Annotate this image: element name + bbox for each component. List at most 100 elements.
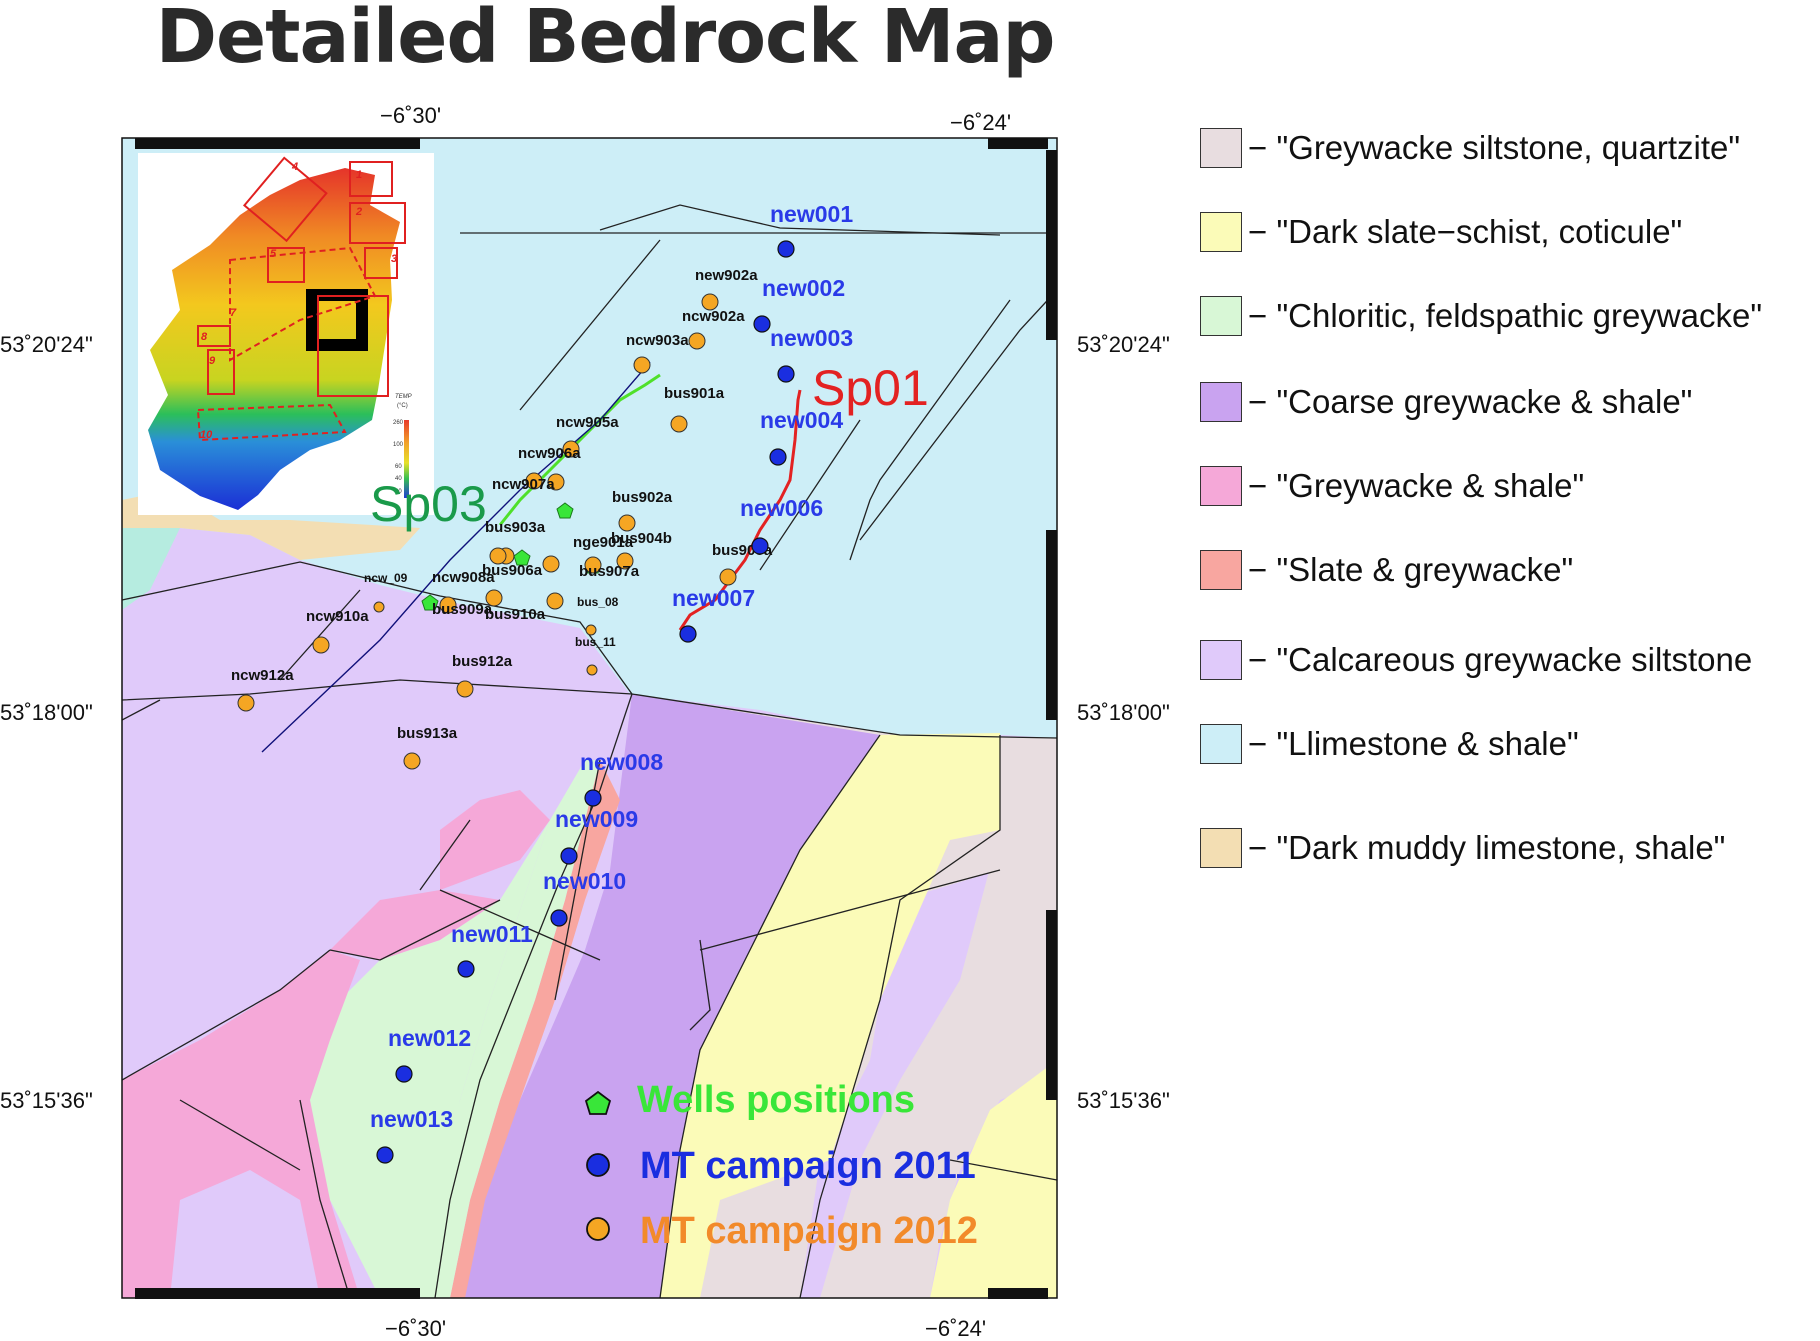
legend-label-3: − "Chloritic, feldspathic greywacke"	[1248, 297, 1763, 334]
mt2011-label-new008: new008	[580, 749, 663, 775]
legend-swatch-6	[1200, 550, 1242, 590]
unit-patch-teal	[122, 528, 180, 610]
legend-label-6: − "Slate & greywacke"	[1248, 551, 1574, 588]
mt2012-station-ncw905a	[562, 440, 580, 458]
legend-wells-label: Wells positions	[637, 1079, 915, 1121]
temp-tick-60: 60	[395, 464, 402, 470]
mt2011-station-new004	[769, 448, 787, 466]
mt2011-station-new002	[753, 315, 771, 333]
legend-label-5: − "Greywacke & shale"	[1248, 467, 1585, 504]
mt2012-label-ncw903a: ncw903a	[626, 332, 689, 349]
ireland-heatmap	[148, 168, 400, 510]
left-lat-label-3: 53˚15'36"	[0, 1088, 93, 1113]
legend-item-7: − "Calcareous greywacke siltstone	[1200, 638, 1752, 682]
fault-lines	[122, 204, 1057, 1298]
inset-label-3: 3	[391, 253, 397, 265]
unit-dark-slate-schist	[660, 733, 1000, 1298]
legend-mt2012-label: MT campaign 2012	[640, 1210, 978, 1252]
legend-item-9: − "Dark muddy limestone, shale"	[1200, 826, 1725, 870]
map-title: Detailed Bedrock Map	[155, 0, 1056, 80]
mt2012-label-bus913a: bus913a	[397, 725, 458, 742]
mt2012-label-ncw_09: ncw_09	[364, 571, 408, 585]
map-frame	[121, 137, 1058, 1299]
mt2012-station-ncw906a	[547, 473, 565, 491]
inset-label-1: 1	[356, 169, 362, 181]
unit-chloritic-greywacke	[420, 760, 600, 1298]
mt2012-label-ncw906a: ncw906a	[518, 445, 581, 462]
legend-label-9: − "Dark muddy limestone, shale"	[1248, 829, 1726, 866]
mt2012-station-bus905a	[719, 568, 737, 586]
temp-tick-260: 260	[393, 420, 404, 426]
inset-label-2: 2	[355, 206, 362, 218]
section-trace-line	[261, 361, 651, 753]
left-lat-label-1: 53˚20'24"	[0, 332, 93, 357]
inset-label-9: 9	[209, 355, 216, 367]
top-lon-label-2: −6˚24'	[950, 110, 1011, 135]
mt2012-label-bus904b: bus904b	[611, 530, 672, 547]
legend-swatch-3	[1200, 296, 1242, 336]
legend-item-1: − "Greywacke siltstone, quartzite"	[1200, 126, 1740, 170]
mt2012-label-bus912a: bus912a	[452, 653, 513, 670]
legend-label-2: − "Dark slate−schist, coticule"	[1248, 213, 1683, 250]
legend-swatch-9	[1200, 828, 1242, 868]
legend-swatch-4	[1200, 382, 1242, 422]
legend-item-6: − "Slate & greywacke"	[1200, 548, 1573, 592]
mt2011-station-new007	[679, 625, 697, 643]
mt2012-label-ncw910a: ncw910a	[306, 608, 369, 625]
legend-label-4: − "Coarse greywacke & shale"	[1248, 383, 1693, 420]
legend-swatch-7	[1200, 640, 1242, 680]
mt2011-label-new007: new007	[672, 585, 755, 611]
mt2011-label-new001: new001	[770, 201, 853, 227]
mt2012-label-bus903a: bus903a	[485, 519, 546, 536]
mt2012-station-bus_11	[586, 664, 598, 676]
mt2012-station-new902a	[701, 293, 719, 311]
unit-greywacke-shale-mid	[330, 890, 500, 960]
mt2011-label-new003: new003	[770, 325, 853, 351]
well-marker-2	[513, 549, 531, 566]
legend-item-4: − "Coarse greywacke & shale"	[1200, 380, 1692, 424]
mt2012-label-nge901a: nge901a	[573, 534, 634, 551]
unit-chloritic-greywacke-west	[300, 820, 550, 1298]
unit-slate-greywacke	[450, 760, 620, 1298]
mt2011-station-new013	[376, 1146, 394, 1164]
mt2012-station-bus912a	[456, 680, 474, 698]
temp-tick-40: 40	[395, 476, 402, 482]
inset-boxes	[196, 156, 406, 442]
map-legend: Wells positions MT campaign 2011 MT camp…	[584, 1079, 978, 1252]
legend-item-8: − "Llimestone & shale"	[1200, 722, 1579, 766]
mt2011-label-new011: new011	[451, 921, 533, 947]
mt2011-station-new011	[457, 960, 475, 978]
temp-tick-100: 100	[393, 442, 404, 448]
mt2012-station-bus904b	[616, 552, 634, 570]
mt2011-label-new009: new009	[555, 806, 638, 832]
geology-layer	[122, 138, 1057, 1298]
mt2012-label-ncw908a: ncw908a	[432, 569, 495, 586]
well-marker-1	[556, 502, 574, 519]
mt-2011-layer: new001new002new003new004new006new007new0…	[370, 201, 853, 1164]
mt2012-label-ncw905a: ncw905a	[556, 414, 619, 431]
mt2012-station-bus906a	[489, 547, 507, 565]
mt2011-label-new002: new002	[762, 275, 845, 301]
mt2011-station-new009	[560, 847, 578, 865]
profile-sp01-label: Sp01	[812, 360, 929, 416]
right-lat-label-1: 53˚20'24"	[1077, 332, 1170, 357]
mt2011-station-new001	[777, 240, 795, 258]
mt2012-station-ncw910a	[312, 636, 330, 654]
mt2012-station-bus901a	[670, 415, 688, 433]
inset-label-4: 4	[291, 161, 298, 173]
right-lat-label-3: 53˚15'36"	[1077, 1088, 1170, 1113]
legend-swatch-1	[1200, 128, 1242, 168]
mt2011-station-new012	[395, 1065, 413, 1083]
profile-sp03-line	[498, 373, 661, 526]
inset-label-7: 7	[230, 307, 237, 319]
mt2012-station-ncw_09	[373, 601, 385, 613]
unit-calcareous-southwest	[170, 1170, 320, 1298]
mt2011-station-new010	[550, 909, 568, 927]
mt2012-label-bus902a: bus902a	[612, 489, 673, 506]
mt2012-station-bus_08	[585, 624, 597, 636]
mt2012-label-ncw912a: ncw912a	[231, 667, 294, 684]
mt2012-label-bus909a: bus909a	[432, 601, 493, 618]
mt2012-label-bus_11: bus_11	[575, 635, 616, 649]
mt2012-station-bus909a	[485, 589, 503, 607]
